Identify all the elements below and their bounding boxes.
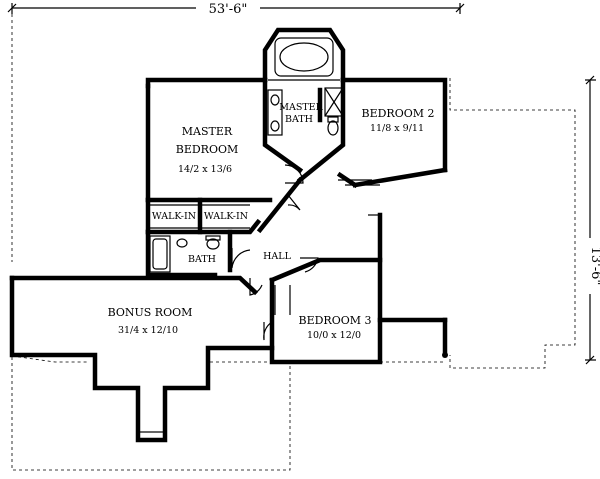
- master-bath-label-1: MASTER: [279, 102, 323, 113]
- hall-label: HALL: [263, 251, 291, 262]
- bath-label: BATH: [188, 254, 216, 265]
- walkin-1-label: WALK-IN: [152, 211, 196, 222]
- walkin-2-label: WALK-IN: [204, 211, 248, 222]
- bonus-room-size: 31/4 x 12/10: [118, 325, 178, 336]
- master-bedroom-size: 14/2 x 13/6: [178, 164, 232, 175]
- fixtures: [137, 37, 448, 441]
- width-dimension: 53'-6": [209, 2, 248, 17]
- master-bath-label-2: BATH: [285, 114, 313, 125]
- roof-outline-dashed: [11, 14, 576, 471]
- master-bedroom-label-2: BEDROOM: [176, 143, 239, 156]
- bedroom3-label: BEDROOM 3: [298, 314, 371, 327]
- bonus-room-label: BONUS ROOM: [108, 306, 193, 319]
- bedroom2-size: 11/8 x 9/11: [370, 123, 424, 134]
- bedroom3-size: 10/0 x 12/0: [307, 330, 361, 341]
- master-bedroom-label-1: MASTER: [182, 125, 233, 138]
- depth-dimension: 13'-6": [588, 247, 600, 286]
- bedroom2-label: BEDROOM 2: [361, 107, 434, 120]
- dimension-lines: [7, 0, 600, 365]
